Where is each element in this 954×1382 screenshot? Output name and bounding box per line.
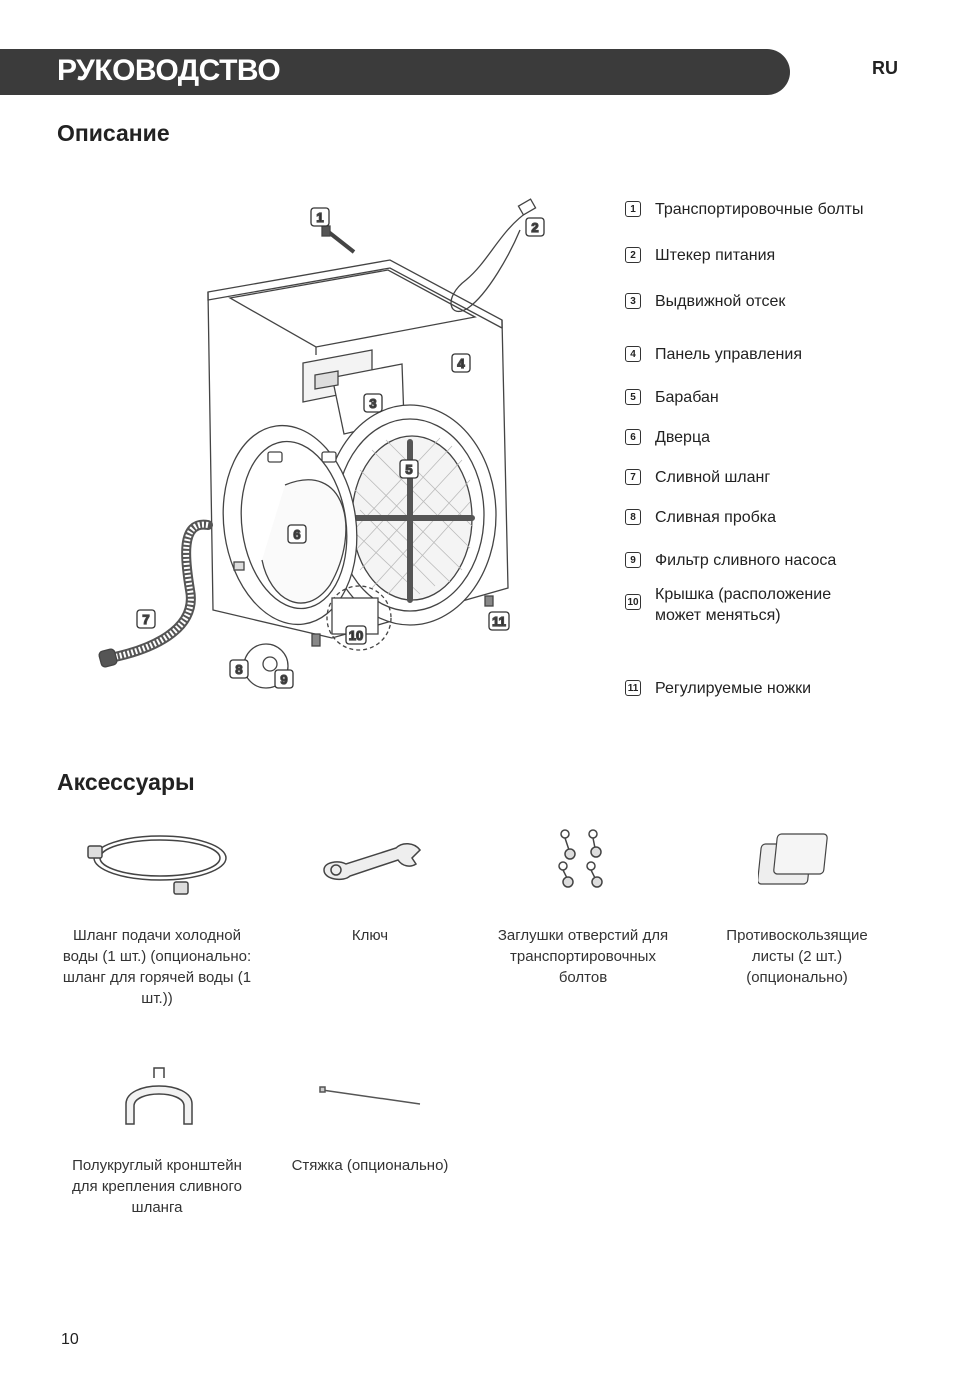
svg-text:11: 11	[492, 614, 506, 629]
elbow-bracket-icon	[125, 1067, 193, 1125]
spanner-icon	[323, 843, 421, 881]
page-title: РУКОВОДСТВО	[57, 54, 281, 87]
callout-number: 2	[625, 247, 641, 263]
section-title-description: Описание	[57, 120, 170, 146]
svg-text:6: 6	[293, 527, 300, 542]
accessory-label: Ключ	[351, 927, 389, 944]
callout-number: 11	[625, 680, 641, 696]
accessory-label: Противоскользящие листы (2 шт.) (опциона…	[726, 927, 868, 986]
svg-text:8: 8	[235, 662, 242, 677]
legend-label: Сливной шланг	[655, 469, 771, 486]
language-label: RU	[872, 58, 898, 78]
legend-item: 2 Штекер питания	[625, 245, 775, 266]
legend-label: Регулируемые ножки	[655, 680, 812, 697]
callout-number: 4	[625, 346, 641, 362]
legend-item: 4 Панель управления	[625, 344, 802, 365]
legend-label: Выдвижной отсек	[655, 293, 786, 310]
washing-machine-diagram: 1 2 3 4 5 6 7 8 9 10 11	[98, 198, 545, 689]
legend-label: Крышка (расположение может меняться)	[655, 586, 832, 624]
legend-item: 9 Фильтр сливного насоса	[625, 550, 836, 571]
legend-item: 8 Сливная пробка	[625, 507, 776, 528]
legend-item: 10 Крышка (расположение может меняться)	[625, 584, 865, 626]
callout-number: 10	[625, 594, 641, 610]
svg-text:10: 10	[349, 628, 363, 643]
callout-number: 3	[625, 293, 641, 309]
inlet-hose-icon	[87, 835, 227, 895]
section-title-accessories: Аксессуары	[57, 769, 195, 795]
callout-number: 7	[625, 469, 641, 485]
hole-caps-icon	[558, 829, 603, 888]
legend-item: 3 Выдвижной отсек	[625, 291, 785, 312]
svg-text:1: 1	[316, 210, 323, 225]
accessory-label: Стяжка (опционально)	[291, 1157, 449, 1174]
svg-text:5: 5	[405, 462, 412, 477]
callout-number: 9	[625, 552, 641, 568]
legend-item: 1 Транспортировочные болты	[625, 199, 863, 220]
accessory-label: Заглушки отверстий для транспортировочны…	[497, 927, 669, 986]
page-number: 10	[61, 1331, 79, 1348]
legend-label: Панель управления	[655, 346, 802, 363]
legend-label: Штекер питания	[655, 247, 776, 264]
legend-label: Дверца	[655, 429, 711, 446]
legend-label: Барабан	[655, 389, 719, 406]
svg-text:4: 4	[457, 356, 465, 371]
legend-label: Сливная пробка	[655, 509, 777, 526]
legend-label: Транспортировочные болты	[655, 201, 864, 218]
legend-item: 6 Дверца	[625, 427, 710, 448]
cable-tie-icon	[319, 1086, 421, 1105]
callout-number: 8	[625, 509, 641, 525]
legend-item: 5 Барабан	[625, 387, 719, 408]
svg-text:3: 3	[369, 396, 376, 411]
callout-number: 5	[625, 389, 641, 405]
callout-number: 6	[625, 429, 641, 445]
legend-item: 11 Регулируемые ножки	[625, 678, 811, 699]
anti-slip-sheets-icon	[758, 833, 828, 885]
legend-item: 7 Сливной шланг	[625, 467, 770, 488]
svg-text:2: 2	[531, 220, 538, 235]
header-bar	[0, 49, 790, 95]
svg-text:7: 7	[142, 612, 149, 627]
svg-text:9: 9	[280, 672, 287, 687]
accessory-label: Шланг подачи холодной воды (1 шт.) (опци…	[62, 927, 252, 1007]
callout-number: 1	[625, 201, 641, 217]
legend-label: Фильтр сливного насоса	[655, 552, 837, 569]
accessory-label: Полукруглый кронштейн для крепления слив…	[72, 1157, 242, 1216]
